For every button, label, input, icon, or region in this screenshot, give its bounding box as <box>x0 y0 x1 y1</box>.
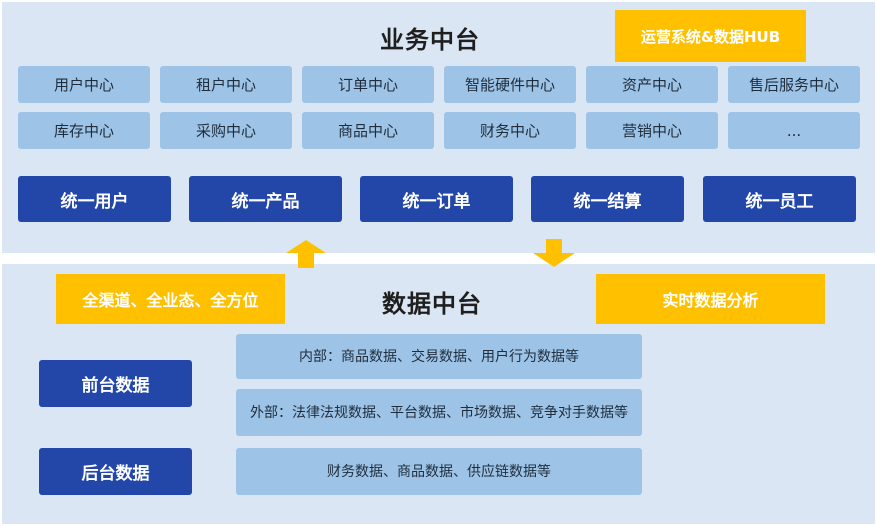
center-item: 商品中心 <box>302 112 434 149</box>
center-item: 售后服务中心 <box>728 66 860 103</box>
business-platform-panel: 业务中台 运营系统&数据HUB 用户中心 租户中心 订单中心 智能硬件中心 资产… <box>2 2 875 253</box>
arrow-down-icon <box>533 239 575 267</box>
unified-user: 统一用户 <box>18 176 171 222</box>
all-channels-label: 全渠道、全业态、全方位 <box>56 274 285 324</box>
external-data-box: 外部：法律法规数据、平台数据、市场数据、竞争对手数据等 <box>236 389 642 436</box>
center-item: 订单中心 <box>302 66 434 103</box>
center-item: 营销中心 <box>586 112 718 149</box>
center-item: 财务中心 <box>444 112 576 149</box>
realtime-analysis-label: 实时数据分析 <box>596 274 825 324</box>
center-item-more: ... <box>728 112 860 149</box>
data-platform-panel: 数据中台 全渠道、全业态、全方位 实时数据分析 前台数据 后台数据 内部：商品数… <box>2 264 875 524</box>
data-platform-title: 数据中台 <box>382 290 482 318</box>
center-item: 库存中心 <box>18 112 150 149</box>
business-platform-title: 业务中台 <box>380 26 480 54</box>
back-data-label: 后台数据 <box>39 448 192 495</box>
unified-product: 统一产品 <box>189 176 342 222</box>
center-item: 采购中心 <box>160 112 292 149</box>
back-data-box: 财务数据、商品数据、供应链数据等 <box>236 448 642 495</box>
center-item: 智能硬件中心 <box>444 66 576 103</box>
arrow-up-icon <box>286 240 326 268</box>
front-data-label: 前台数据 <box>39 360 192 407</box>
unified-order: 统一订单 <box>360 176 513 222</box>
ops-hub-label: 运营系统&数据HUB <box>615 10 806 62</box>
center-item: 资产中心 <box>586 66 718 103</box>
unified-settlement: 统一结算 <box>531 176 684 222</box>
center-item: 租户中心 <box>160 66 292 103</box>
internal-data-box: 内部：商品数据、交易数据、用户行为数据等 <box>236 334 642 379</box>
unified-staff: 统一员工 <box>703 176 856 222</box>
center-item: 用户中心 <box>18 66 150 103</box>
